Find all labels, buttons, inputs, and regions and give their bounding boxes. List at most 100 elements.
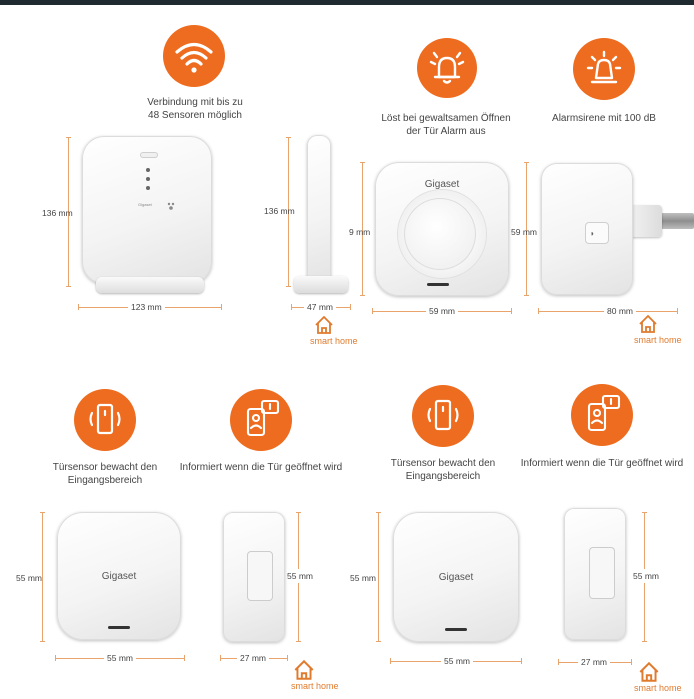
siren-volume-caption: Alarmsirene mit 100 dB bbox=[552, 113, 656, 124]
dim-line bbox=[390, 658, 391, 664]
dim-line bbox=[220, 655, 221, 661]
base-station-brand: Gigaset bbox=[138, 202, 152, 207]
siren-side-button bbox=[586, 223, 608, 243]
dim-line bbox=[288, 137, 289, 287]
notify-right-caption: Informiert wenn die Tür geöffnet wird bbox=[520, 458, 684, 469]
dim-line bbox=[40, 641, 45, 642]
smart-home-label: smart home bbox=[634, 683, 682, 693]
dim-line bbox=[378, 512, 379, 642]
base-station-caption: Verbindung mit bis zu 48 Sensoren möglic… bbox=[147, 97, 243, 121]
dim-line bbox=[526, 162, 527, 296]
dim-line bbox=[184, 655, 185, 661]
sensor-right-side-slot bbox=[590, 548, 614, 598]
smart-home-icon bbox=[313, 314, 335, 336]
sensor-r-width-label: 55 mm bbox=[441, 656, 473, 666]
dim-line bbox=[360, 295, 365, 296]
sensor-r-depth-label: 27 mm bbox=[578, 657, 610, 667]
sensor-l-height-label: 55 mm bbox=[16, 573, 42, 583]
base-station-side-stand bbox=[294, 276, 348, 293]
dim-line bbox=[66, 137, 71, 138]
dim-line bbox=[376, 512, 381, 513]
dim-line bbox=[631, 659, 632, 665]
dim-line bbox=[350, 304, 351, 310]
dim-line bbox=[372, 308, 373, 314]
dim-line bbox=[538, 308, 539, 314]
plug-pins bbox=[660, 213, 694, 229]
base-side-height-label: 136 mm bbox=[264, 206, 295, 216]
dim-line bbox=[360, 162, 365, 163]
plug-collar bbox=[630, 205, 662, 237]
wifi-icon bbox=[163, 25, 225, 87]
door-sensor-icon bbox=[412, 385, 474, 447]
paw-logo bbox=[166, 198, 176, 210]
base-station-side bbox=[307, 135, 331, 283]
dim-line bbox=[524, 162, 529, 163]
siren-led bbox=[427, 283, 449, 286]
siren-light-icon bbox=[573, 38, 635, 100]
dim-line bbox=[66, 286, 71, 287]
base-station-front bbox=[82, 136, 212, 284]
phone-notification-icon bbox=[230, 389, 292, 451]
plug-height-label: 59 mm bbox=[511, 227, 537, 237]
door-sensor-left-front bbox=[57, 512, 181, 640]
dim-line bbox=[40, 512, 45, 513]
dim-line bbox=[558, 659, 559, 665]
sensor-left-led bbox=[108, 626, 130, 629]
dim-line bbox=[524, 295, 529, 296]
sensor-left-side-slot bbox=[248, 552, 272, 600]
dim-line bbox=[291, 304, 292, 310]
dim-line bbox=[286, 286, 291, 287]
dim-line bbox=[55, 655, 56, 661]
bell-alarm-icon bbox=[417, 38, 477, 98]
siren-width-label: 59 mm bbox=[426, 306, 458, 316]
door-sensor-right-caption: Türsensor bewacht den Eingangsbereich bbox=[390, 458, 496, 482]
door-sensor-left-caption: Türsensor bewacht den Eingangsbereich bbox=[52, 462, 158, 486]
dim-line bbox=[677, 308, 678, 314]
base-height-label: 136 mm bbox=[42, 208, 73, 218]
base-depth-label: 47 mm bbox=[304, 302, 336, 312]
smart-home-label: smart home bbox=[634, 335, 682, 345]
smart-home-icon bbox=[637, 660, 661, 684]
door-sensor-right-front bbox=[393, 512, 519, 642]
door-sensor-icon bbox=[74, 389, 136, 451]
smart-home-icon bbox=[292, 658, 316, 682]
sensor-right-brand: Gigaset bbox=[438, 572, 474, 583]
dim-line bbox=[362, 162, 363, 296]
plug-depth-label: 80 mm bbox=[604, 306, 636, 316]
sensor-r-side-height-label: 55 mm bbox=[633, 569, 659, 583]
notify-left-caption: Informiert wenn die Tür geöffnet wird bbox=[179, 462, 343, 473]
base-width-label: 123 mm bbox=[128, 302, 165, 312]
smart-home-label: smart home bbox=[291, 681, 339, 691]
top-bar bbox=[0, 0, 694, 5]
dim-line bbox=[511, 308, 512, 314]
siren-brand: Gigaset bbox=[424, 179, 460, 190]
siren-height-label: 9 mm bbox=[349, 227, 371, 237]
dim-line bbox=[296, 512, 301, 513]
base-station-stand bbox=[96, 277, 204, 293]
dim-line bbox=[296, 641, 301, 642]
dim-line bbox=[286, 137, 291, 138]
sensor-left-brand: Gigaset bbox=[101, 571, 137, 582]
base-station-button bbox=[140, 152, 158, 158]
nfc-icon: ◗ bbox=[590, 229, 595, 238]
dim-line bbox=[376, 641, 381, 642]
smart-home-label: smart home bbox=[310, 336, 358, 346]
sensor-right-led bbox=[445, 628, 467, 631]
led-indicator bbox=[146, 177, 150, 181]
dim-line bbox=[221, 304, 222, 310]
dim-line bbox=[642, 641, 647, 642]
sensor-l-side-height-label: 55 mm bbox=[287, 569, 313, 583]
dim-line bbox=[642, 512, 647, 513]
siren-speaker-center bbox=[404, 198, 476, 270]
led-indicator bbox=[146, 168, 150, 172]
dim-line bbox=[521, 658, 522, 664]
led-indicator bbox=[146, 186, 150, 190]
siren-tamper-caption: Löst bei gewaltsamen Öffnen der Tür Alar… bbox=[381, 113, 511, 137]
dim-line bbox=[68, 137, 69, 287]
dim-line bbox=[42, 512, 43, 642]
sensor-l-depth-label: 27 mm bbox=[237, 653, 269, 663]
sensor-r-height-label: 55 mm bbox=[350, 573, 376, 583]
smart-home-icon bbox=[637, 313, 659, 335]
phone-notification-icon bbox=[571, 384, 633, 446]
dim-line bbox=[287, 655, 288, 661]
